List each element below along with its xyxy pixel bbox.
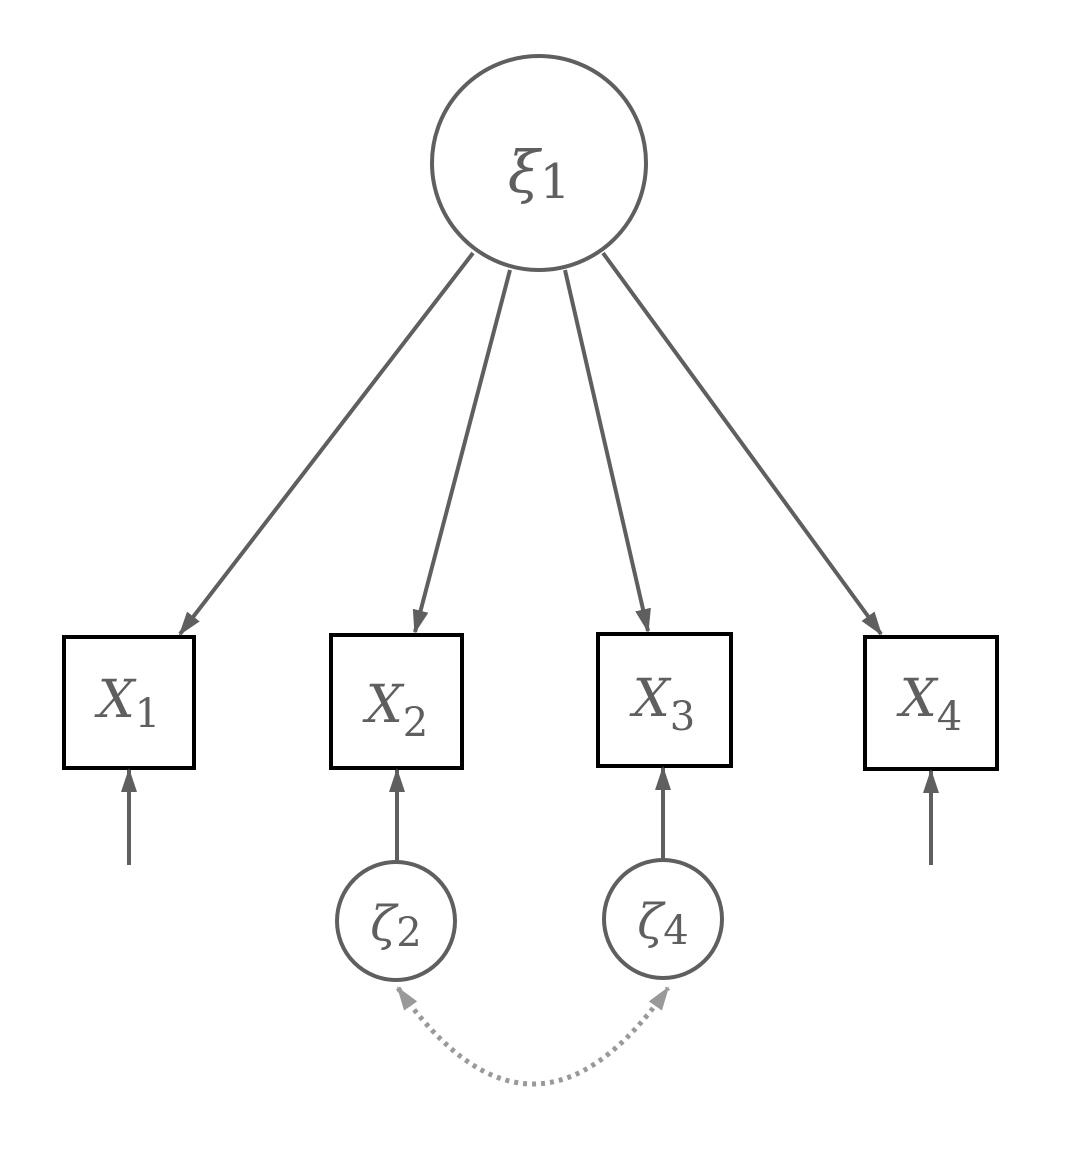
indicator-box <box>62 635 196 770</box>
path-xi1-x2 <box>412 269 512 634</box>
latent-circle <box>430 54 648 272</box>
latent-node-xi1: ξ1 <box>430 54 648 272</box>
indicator-label: X2 <box>362 675 428 746</box>
covariance-zeta2-zeta4 <box>395 986 671 1087</box>
indicator-x1: X1 <box>62 635 196 770</box>
error-circle <box>335 860 457 982</box>
latent-label: ξ1 <box>508 138 571 210</box>
error-node-zeta2: ζ2 <box>335 860 457 982</box>
error-circle <box>602 858 724 980</box>
indicator-label: X1 <box>94 670 160 737</box>
error-paths <box>121 766 939 865</box>
indicator-x3: X3 <box>596 632 733 768</box>
indicator-label: X4 <box>896 669 962 740</box>
indicator-x2: X2 <box>329 633 464 770</box>
indicator-label: X3 <box>629 669 695 740</box>
path-xi1-x4 <box>601 251 883 636</box>
error-label: ζ4 <box>637 894 688 954</box>
loading-paths <box>178 251 883 636</box>
error-label: ζ2 <box>370 896 421 956</box>
error-node-zeta4: ζ4 <box>602 858 724 980</box>
indicator-x4: X4 <box>863 635 999 771</box>
path-xi1-x3 <box>563 269 651 633</box>
path-xi1-x1 <box>178 251 475 636</box>
